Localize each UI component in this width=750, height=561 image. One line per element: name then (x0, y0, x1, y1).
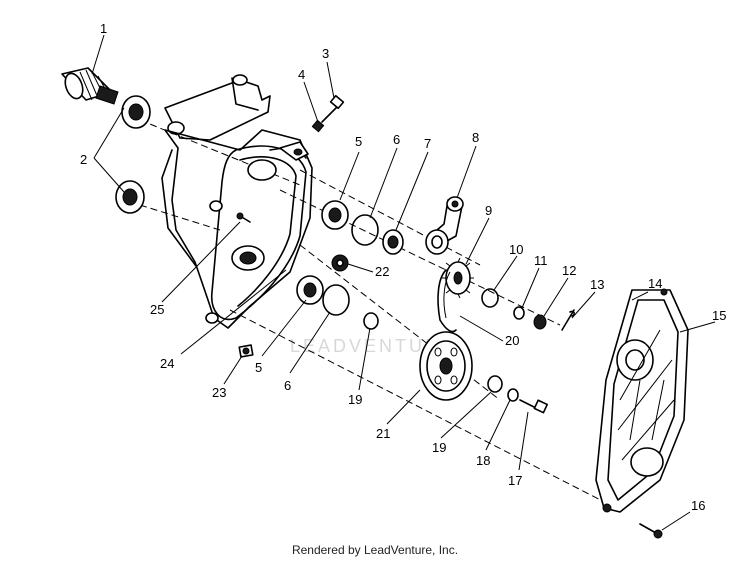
part-20-chain (437, 269, 457, 333)
part-16-bolt (639, 523, 663, 539)
callout-21: 21 (376, 426, 390, 441)
part-2-seal-lower (115, 180, 145, 214)
callout-9: 9 (485, 203, 492, 218)
part-13-cotter-pin (561, 309, 575, 331)
part-12-nut (533, 314, 547, 330)
callout-5-lower: 5 (255, 360, 262, 375)
leader-lines (91, 34, 716, 531)
footer-credit: Rendered by LeadVenture, Inc. (291, 543, 459, 557)
part-17-bolt (519, 399, 549, 414)
part-7-seal (382, 229, 404, 255)
part-8-tensioner-arm (425, 196, 464, 255)
part-9-small-sprocket (442, 257, 474, 299)
callout-13: 13 (590, 277, 604, 292)
callout-23: 23 (212, 385, 226, 400)
part-6-ring-lower (322, 284, 350, 316)
part-2-seal-upper (121, 95, 151, 129)
part-4-nut (311, 119, 325, 133)
callouts: 1 2 3 4 5 6 7 8 9 10 11 12 13 14 15 16 1… (80, 21, 726, 513)
callout-7: 7 (424, 136, 431, 151)
callout-20: 20 (505, 333, 519, 348)
callout-19-lower: 19 (432, 440, 446, 455)
callout-11: 11 (534, 253, 548, 268)
callout-5-upper: 5 (355, 134, 362, 149)
part-18-lock-washer (507, 388, 519, 402)
callout-4: 4 (298, 67, 305, 82)
callout-16: 16 (691, 498, 705, 513)
callout-6-upper: 6 (393, 132, 400, 147)
part-5-bearing-lower (296, 275, 324, 305)
watermark: LEADVENTURE (290, 336, 456, 356)
callout-22: 22 (375, 264, 389, 279)
callout-12: 12 (562, 263, 576, 278)
part-11-washer (513, 306, 525, 320)
callout-8: 8 (472, 130, 479, 145)
callout-1: 1 (100, 21, 107, 36)
part-6-ring-upper (351, 214, 379, 246)
callout-15: 15 (712, 308, 726, 323)
part-19-washer-lower (487, 375, 503, 393)
part-21-large-sprocket (419, 331, 473, 401)
callout-2: 2 (80, 152, 87, 167)
callout-19-upper: 19 (348, 392, 362, 407)
part-19-washer-upper (363, 312, 379, 330)
chaincase-housing (161, 74, 313, 329)
callout-18: 18 (476, 453, 490, 468)
part-14-cover (595, 288, 689, 513)
part-5-bearing-upper (321, 200, 349, 230)
callout-25: 25 (150, 302, 164, 317)
part-10-washer (481, 288, 499, 308)
part-22-nut (331, 254, 349, 272)
callout-6-lower: 6 (284, 378, 291, 393)
callout-24: 24 (160, 356, 174, 371)
callout-10: 10 (509, 242, 523, 257)
callout-17: 17 (508, 473, 522, 488)
part-23-nut (238, 344, 254, 358)
part-3-bolt (321, 94, 345, 123)
callout-14: 14 (648, 276, 662, 291)
part-1-shaft (61, 67, 119, 105)
callout-3: 3 (322, 46, 329, 61)
part-25-stud (236, 212, 251, 223)
